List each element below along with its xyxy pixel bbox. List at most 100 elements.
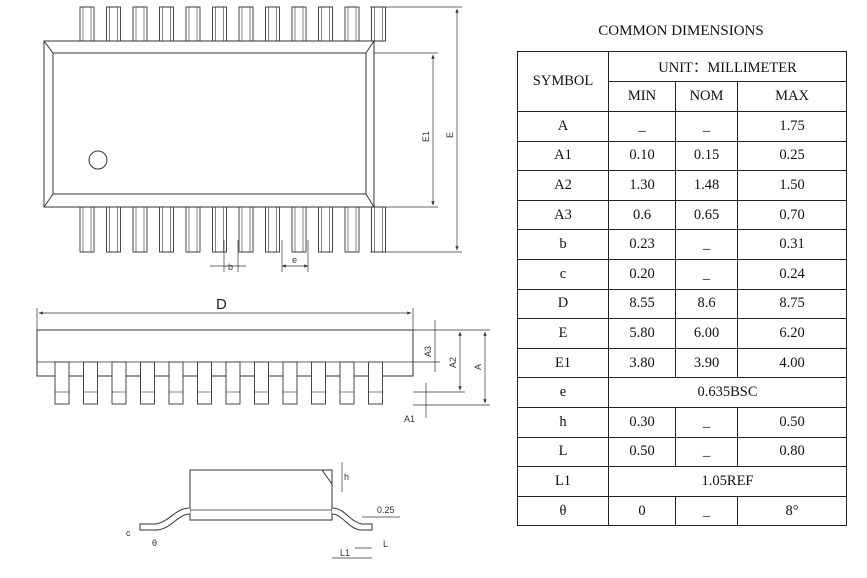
dim-025-label: 0.25 bbox=[377, 505, 395, 515]
detail-chamfer bbox=[321, 469, 333, 485]
cell-nom: _ bbox=[675, 258, 738, 290]
cell-nom: _ bbox=[675, 495, 738, 527]
cell-min: 0.20 bbox=[608, 258, 676, 290]
cell-symbol: E1 bbox=[517, 347, 609, 379]
side-pin bbox=[111, 361, 127, 405]
cell-max: 0.50 bbox=[736, 406, 848, 438]
cell-nom: 0.65 bbox=[675, 199, 738, 231]
table-title: COMMON DIMENSIONS bbox=[598, 23, 764, 39]
top-pin bbox=[344, 6, 360, 42]
cell-nom: _ bbox=[675, 406, 738, 438]
dim-E1-label: E1 bbox=[421, 131, 431, 142]
top-pin bbox=[106, 6, 121, 42]
lead-detail-view: h 0.25 c θ L L1 bbox=[126, 462, 400, 559]
cell-symbol: D bbox=[517, 288, 609, 320]
cell-min: 0.30 bbox=[608, 406, 676, 438]
cell-min: 0.23 bbox=[608, 229, 676, 260]
cell-max: 0.24 bbox=[736, 258, 848, 290]
header-unit: UNIT：MILLIMETER bbox=[607, 51, 848, 82]
top-body-chamfer bbox=[365, 40, 375, 54]
header-nom: NOM bbox=[675, 81, 738, 112]
top-pin bbox=[318, 6, 333, 42]
cell-max: 8° bbox=[736, 495, 848, 527]
cell-min: 0.6 bbox=[608, 199, 676, 231]
top-pin bbox=[212, 206, 227, 253]
cell-symbol: e bbox=[517, 377, 609, 408]
cell-min: 0 bbox=[608, 495, 676, 527]
header-min: MIN bbox=[608, 81, 676, 112]
side-body bbox=[36, 329, 414, 377]
cell-max: 1.75 bbox=[736, 111, 848, 142]
top-pin bbox=[371, 6, 386, 42]
cell-symbol: A bbox=[517, 111, 609, 142]
detail-body bbox=[189, 469, 333, 521]
top-body-chamfer bbox=[365, 193, 375, 208]
side-view: D A3 A2 A A1 bbox=[36, 296, 490, 424]
cell-min: 8.55 bbox=[608, 288, 676, 320]
side-pin bbox=[311, 361, 326, 405]
top-pin bbox=[185, 6, 201, 42]
dim-b-label: b bbox=[228, 262, 233, 272]
cell-nom: 0.15 bbox=[675, 140, 738, 172]
cell-min: 0.50 bbox=[608, 436, 676, 468]
cell-nom: _ bbox=[675, 436, 738, 468]
top-pin bbox=[371, 206, 386, 253]
side-pin bbox=[368, 361, 383, 405]
cell-max: 0.25 bbox=[736, 140, 848, 172]
top-pin bbox=[265, 6, 280, 42]
top-pin bbox=[318, 206, 333, 253]
top-pin bbox=[291, 206, 307, 253]
dim-A3-label: A3 bbox=[423, 346, 433, 357]
cell-symbol: c bbox=[517, 258, 609, 290]
cell-symbol: A1 bbox=[517, 140, 609, 172]
top-pin bbox=[159, 6, 174, 42]
cell-nom: _ bbox=[675, 111, 738, 142]
cell-symbol: b bbox=[517, 229, 609, 260]
top-pin bbox=[159, 206, 174, 253]
top-body-inner bbox=[52, 52, 367, 195]
dim-D-label: D bbox=[216, 296, 227, 313]
cell-nom: 8.6 bbox=[675, 288, 738, 320]
side-pin bbox=[83, 361, 98, 405]
cell-min: 5.80 bbox=[608, 318, 676, 349]
top-pins-lower-row bbox=[79, 206, 386, 253]
cell-span-value: 1.05REF bbox=[607, 466, 848, 497]
top-pin bbox=[79, 206, 95, 253]
top-pin bbox=[238, 206, 254, 253]
top-pin bbox=[132, 206, 148, 253]
cell-symbol: E bbox=[517, 318, 609, 349]
top-view: b e E1 E bbox=[43, 6, 462, 272]
header-symbol: SYMBOL bbox=[517, 51, 609, 112]
cell-symbol: A2 bbox=[517, 170, 609, 201]
cell-max: 4.00 bbox=[736, 347, 848, 379]
cell-symbol: h bbox=[517, 406, 609, 438]
top-pin bbox=[291, 6, 307, 42]
side-pin bbox=[197, 361, 212, 405]
dim-E-label: E bbox=[445, 132, 455, 138]
side-pin bbox=[140, 361, 155, 405]
cell-symbol: A3 bbox=[517, 199, 609, 231]
dim-A1-label: A1 bbox=[404, 414, 415, 424]
top-pin bbox=[212, 6, 227, 42]
pin1-marker-dot bbox=[88, 150, 108, 170]
cell-min: 3.80 bbox=[608, 347, 676, 379]
side-pins-row bbox=[54, 361, 383, 405]
cell-max: 1.50 bbox=[736, 170, 848, 201]
dimensions-table: SYMBOL UNIT：MILLIMETER MIN NOM MAX A__1.… bbox=[517, 51, 848, 527]
dim-c-label: c bbox=[126, 528, 131, 538]
top-pin bbox=[132, 6, 148, 42]
top-body-chamfer bbox=[43, 40, 54, 54]
dim-A-label: A bbox=[473, 364, 483, 370]
cell-nom: 3.90 bbox=[675, 347, 738, 379]
cell-nom: 6.00 bbox=[675, 318, 738, 349]
cell-span-value: 0.635BSC bbox=[607, 377, 848, 408]
cell-min: _ bbox=[608, 111, 676, 142]
dim-L-label: L bbox=[383, 539, 388, 549]
